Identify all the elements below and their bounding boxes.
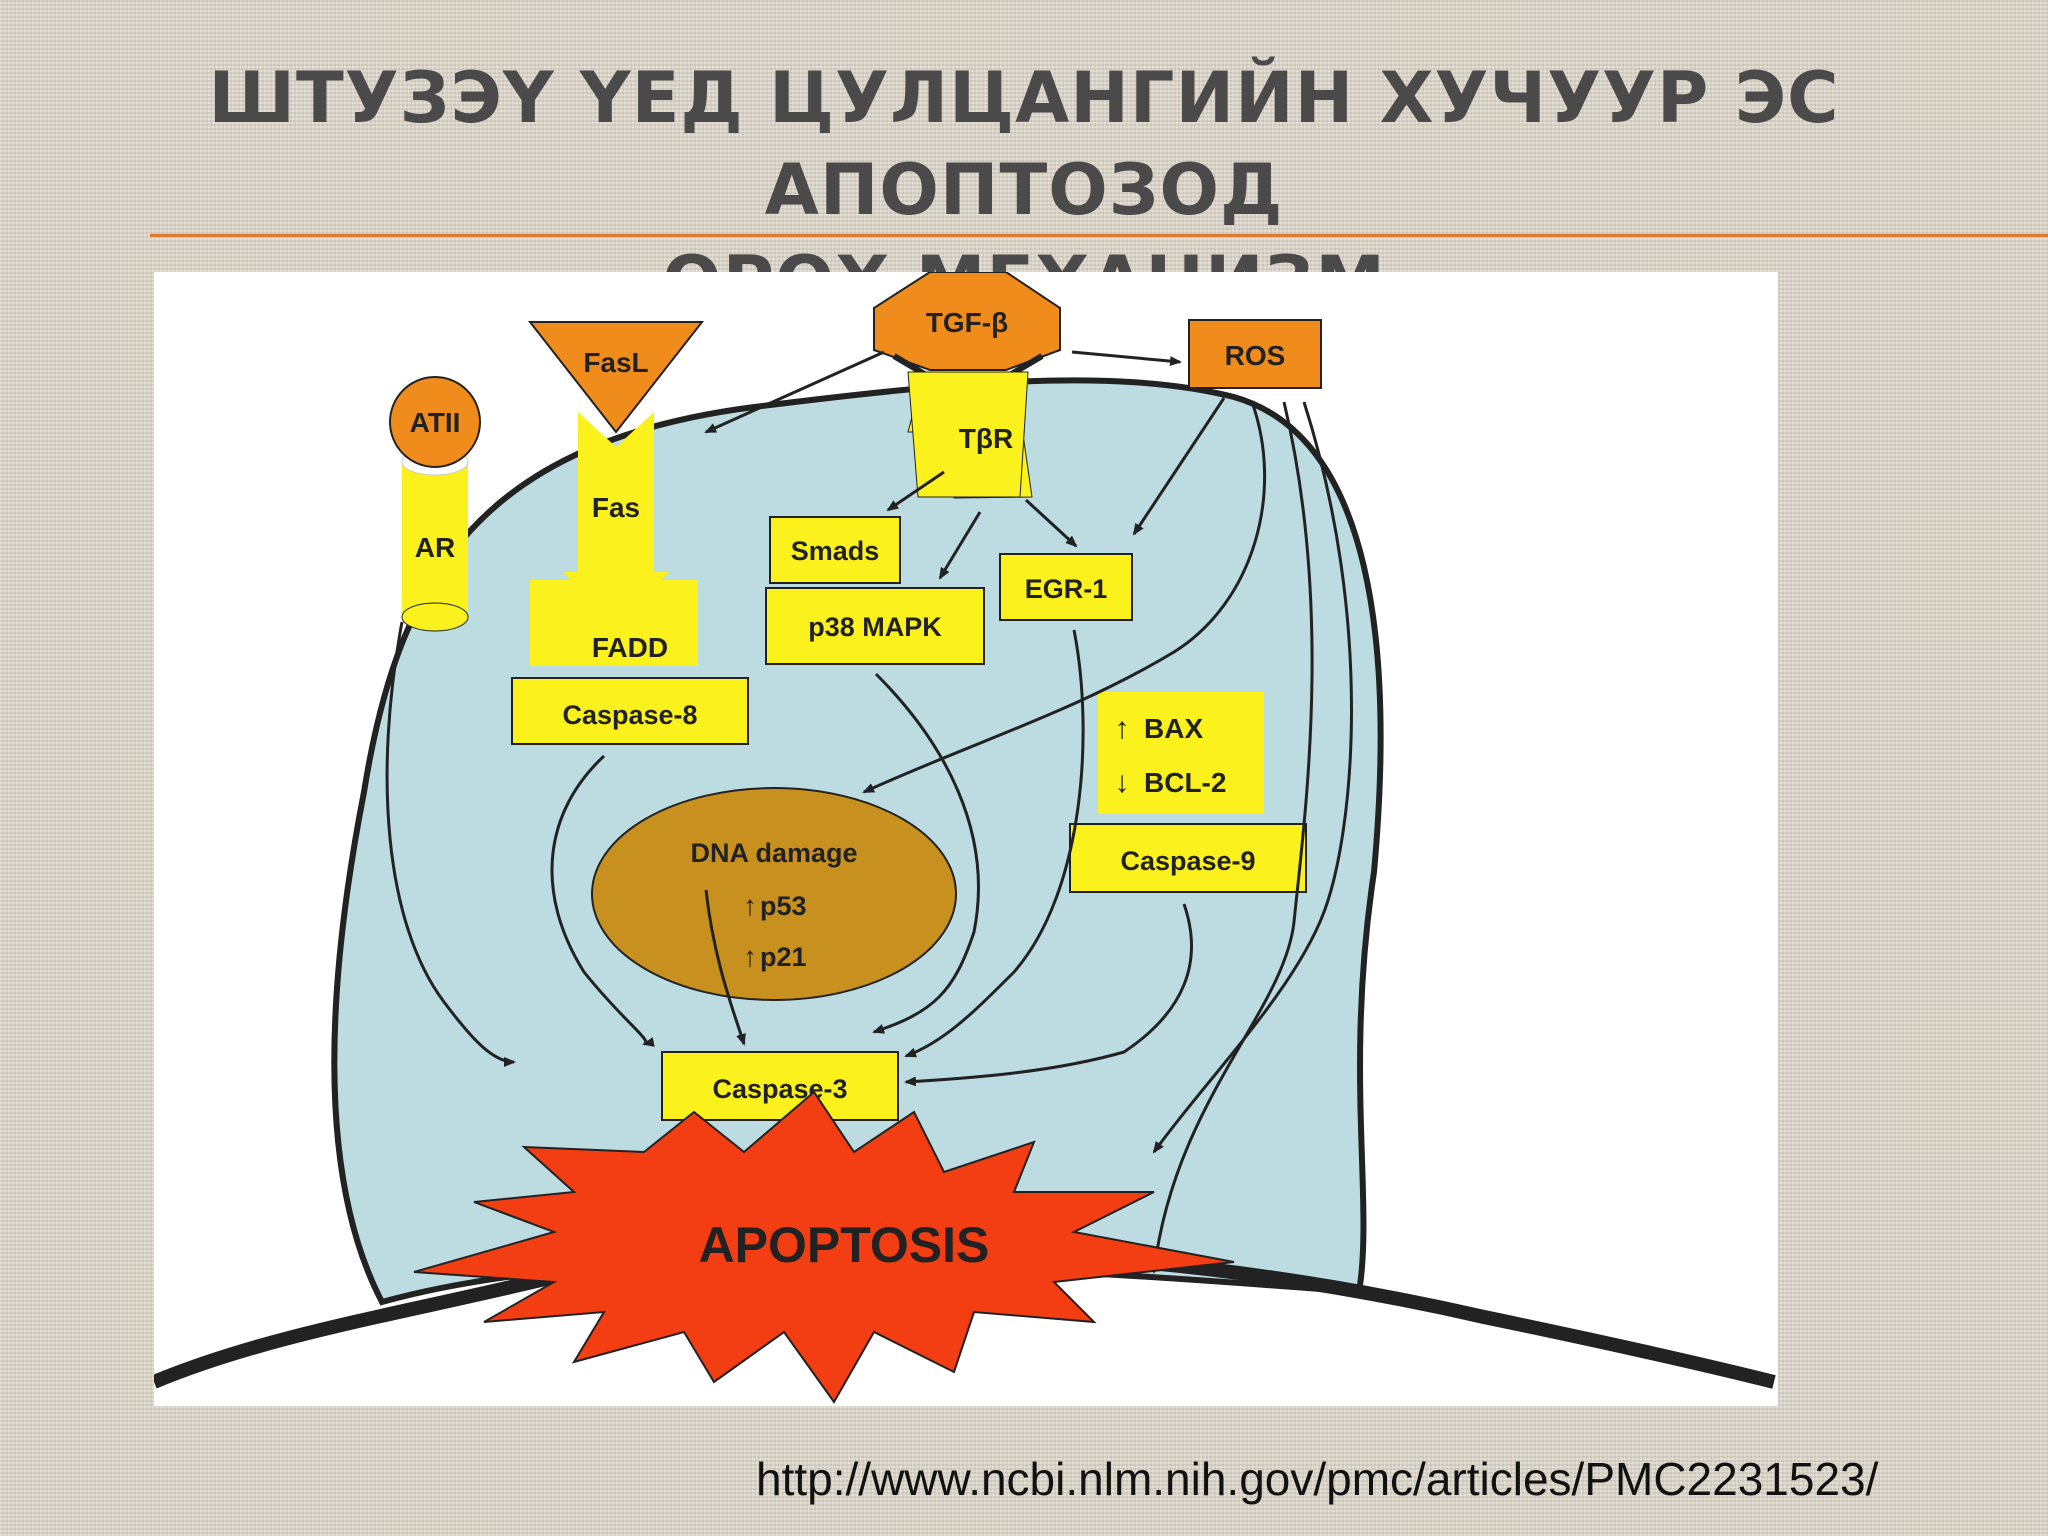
- dna-damage-label: DNA damage: [690, 838, 857, 868]
- tbr-label: TβR: [959, 423, 1013, 454]
- arrow-ros-to-dna: [862, 401, 1267, 794]
- apoptosis-pathway-diagram: AR ATII FasL Fas FADD Caspase-8: [154, 272, 1778, 1406]
- ar-receptor: AR: [401, 448, 469, 632]
- arrow-tbr-to-smads: [886, 470, 945, 512]
- caspase-3-label: Caspase-3: [712, 1074, 847, 1104]
- fadd-node: FADD: [530, 572, 698, 666]
- arrow-ros-to-caspase3-right: [1150, 401, 1314, 1274]
- fasl-label: FasL: [583, 347, 648, 378]
- arrow-tbr-to-p38: [938, 511, 982, 580]
- bax-bcl2-node: ↑ BAX ↓ BCL-2: [1098, 692, 1264, 814]
- caspase-9-label: Caspase-9: [1120, 846, 1255, 876]
- apoptosis-burst: APOPTOSIS: [413, 1090, 1235, 1404]
- ar-label: AR: [415, 532, 455, 563]
- p53-label: p53: [760, 891, 807, 921]
- bax-up-arrow-icon: ↑: [1115, 712, 1130, 745]
- bcl2-label: BCL-2: [1144, 767, 1226, 798]
- fasl-ligand: FasL: [527, 321, 705, 434]
- p21-up-arrow-icon: ↑: [743, 941, 757, 972]
- arrow-egr1-to-caspase3: [904, 629, 1085, 1058]
- caspase-8-label: Caspase-8: [562, 700, 697, 730]
- bcl2-down-arrow-icon: ↓: [1115, 766, 1130, 799]
- tgf-beta-label: TGF-β: [926, 307, 1008, 338]
- ros-label: ROS: [1225, 340, 1286, 371]
- pathway-svg: AR ATII FasL Fas FADD Caspase-8: [154, 272, 1776, 1404]
- fas-label: Fas: [592, 492, 640, 523]
- title-divider: [150, 234, 2048, 237]
- arrow-tgf-to-fas: [704, 350, 885, 434]
- smads-node: Smads: [769, 516, 901, 584]
- arrow-caspase8-to-caspase3: [550, 754, 655, 1047]
- p38-mapk-node: p38 MAPK: [765, 587, 985, 665]
- arrow-p38-to-nucleus-side: [872, 672, 980, 1034]
- atii-ligand: ATII: [389, 376, 481, 468]
- egr-1-node: EGR-1: [999, 553, 1133, 621]
- tbr-receptor: TβR: [907, 371, 1033, 499]
- caspase-8-node: Caspase-8: [511, 677, 749, 745]
- slide-title-line-1: ШТУЗЭҮ ҮЕД ЦУЛЦАНГИЙН ХУЧУУР ЭС АПОПТОЗО…: [208, 57, 1840, 231]
- source-url: http://www.ncbi.nlm.nih.gov/pmc/articles…: [756, 1453, 1879, 1505]
- atii-label: ATII: [410, 407, 461, 438]
- arrow-tgf-to-ros: [1071, 350, 1182, 367]
- tgf-beta-ligand: TGF-β: [873, 272, 1061, 385]
- p21-label: p21: [760, 942, 807, 972]
- nucleus-dna-damage: DNA damage ↑ p53 ↑ p21: [591, 787, 957, 1001]
- p53-up-arrow-icon: ↑: [743, 890, 757, 921]
- arrow-caspase9-to-caspase3: [904, 903, 1193, 1087]
- arrow-ros-to-apoptosis: [1152, 401, 1353, 1154]
- smads-label: Smads: [791, 536, 880, 566]
- caspase-9-node: Caspase-9: [1069, 823, 1307, 893]
- fadd-label: FADD: [592, 632, 668, 663]
- caspase-3-node: Caspase-3: [661, 1051, 899, 1121]
- arrow-ar-to-apoptosis: [385, 621, 516, 1067]
- pathway-arrows: [385, 350, 1353, 1274]
- apoptosis-label: APOPTOSIS: [699, 1217, 990, 1273]
- bax-label: BAX: [1144, 713, 1203, 744]
- arrow-tbr-to-egr1: [1024, 498, 1078, 548]
- egr-1-label: EGR-1: [1025, 574, 1108, 604]
- ros-node: ROS: [1188, 319, 1322, 389]
- arrow-nucleus-to-caspase3: [704, 889, 746, 1046]
- arrow-ros-to-egr1: [1132, 397, 1226, 536]
- p38-mapk-label: p38 MAPK: [808, 612, 942, 642]
